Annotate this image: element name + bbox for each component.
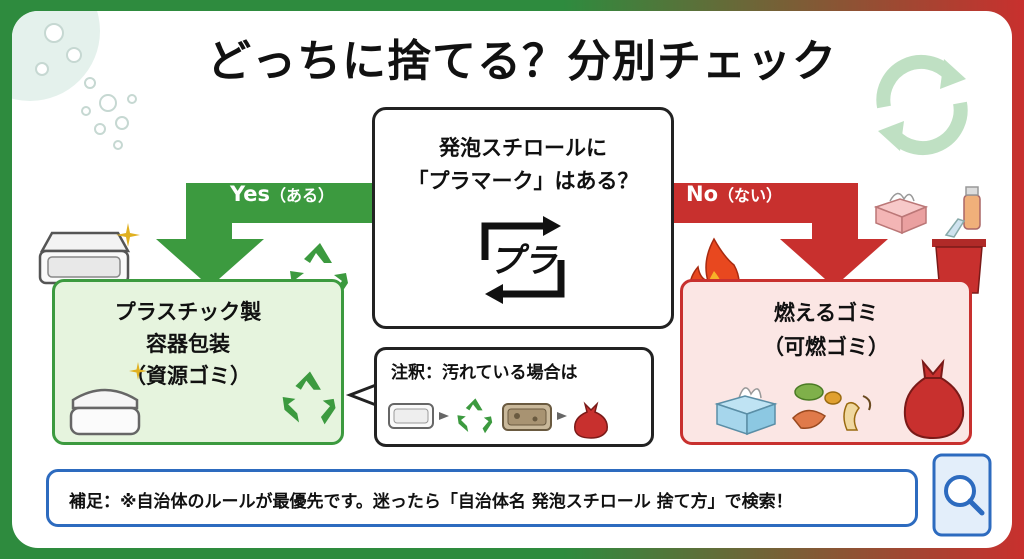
sparkle-icon	[116, 223, 140, 247]
red-trash-bag-icon	[903, 358, 965, 440]
question-line-1: 発泡スチロールに	[439, 136, 607, 160]
question-line-2: 「プラマーク」はある？	[407, 169, 639, 193]
no-arrow	[662, 183, 888, 287]
yes-result-text: プラスチック製 容器包装 （資源ゴミ）	[73, 296, 303, 392]
clean-tray-icon	[388, 403, 434, 429]
no-label: No（ない）	[686, 182, 783, 206]
recycle-icon	[282, 371, 336, 425]
no-result-line-2: （可燃ゴミ）	[763, 335, 889, 359]
question-box: 発泡スチロールに 「プラマーク」はある？ プラ	[372, 107, 674, 329]
no-result-text: 燃えるゴミ （可燃ゴミ）	[683, 296, 969, 364]
spray-bottle-icon	[963, 186, 981, 230]
yes-arrow	[156, 183, 382, 287]
note-title: 注釈：汚れている場合は	[391, 363, 578, 383]
main-panel: どっちに捨てる？分別チェック Yes（ある） No（ない） 発泡スチロールに 「…	[12, 11, 1012, 548]
yes-result-line-3: （資源ゴミ）	[125, 364, 251, 388]
tissue-icon	[714, 387, 778, 436]
trash-bag-icon	[574, 401, 608, 439]
svg-text:プラ: プラ	[489, 241, 558, 281]
clamshell-icon	[69, 388, 141, 436]
food-scraps-icon	[791, 383, 872, 431]
pla-recycling-mark-icon: プラ	[481, 216, 565, 304]
no-result-box: 燃えるゴミ （可燃ゴミ）	[680, 279, 972, 445]
recycle-cycle-icon	[876, 55, 968, 155]
food-tray-icon	[38, 231, 131, 285]
question-text: 発泡スチロールに 「プラマーク」はある？	[375, 132, 671, 198]
yes-result-line-2: 容器包装	[146, 332, 230, 356]
smartphone-search-icon	[932, 453, 992, 537]
no-result-line-1: 燃えるゴミ	[773, 301, 879, 325]
footer-note: 補足：※自治体のルールが最優先です。迷ったら「自治体名 発泡スチロール 捨て方」…	[46, 469, 918, 527]
yes-label: Yes（ある）	[230, 182, 335, 206]
dirty-tray-icon	[502, 403, 552, 431]
bubbles-icon	[12, 11, 137, 150]
yes-result-line-1: プラスチック製	[114, 300, 262, 324]
note-box: 注釈：汚れている場合は	[374, 347, 654, 447]
tissue-box-icon	[873, 192, 929, 235]
footer-text: 補足：※自治体のルールが最優先です。迷ったら「自治体名 発泡スチロール 捨て方」…	[69, 492, 793, 512]
sparkle-icon	[129, 362, 147, 380]
recycle-icon	[457, 398, 493, 434]
yes-result-box: プラスチック製 容器包装 （資源ゴミ）	[52, 279, 344, 445]
page-title: どっちに捨てる？分別チェック	[207, 36, 837, 87]
note-flow	[388, 398, 608, 439]
